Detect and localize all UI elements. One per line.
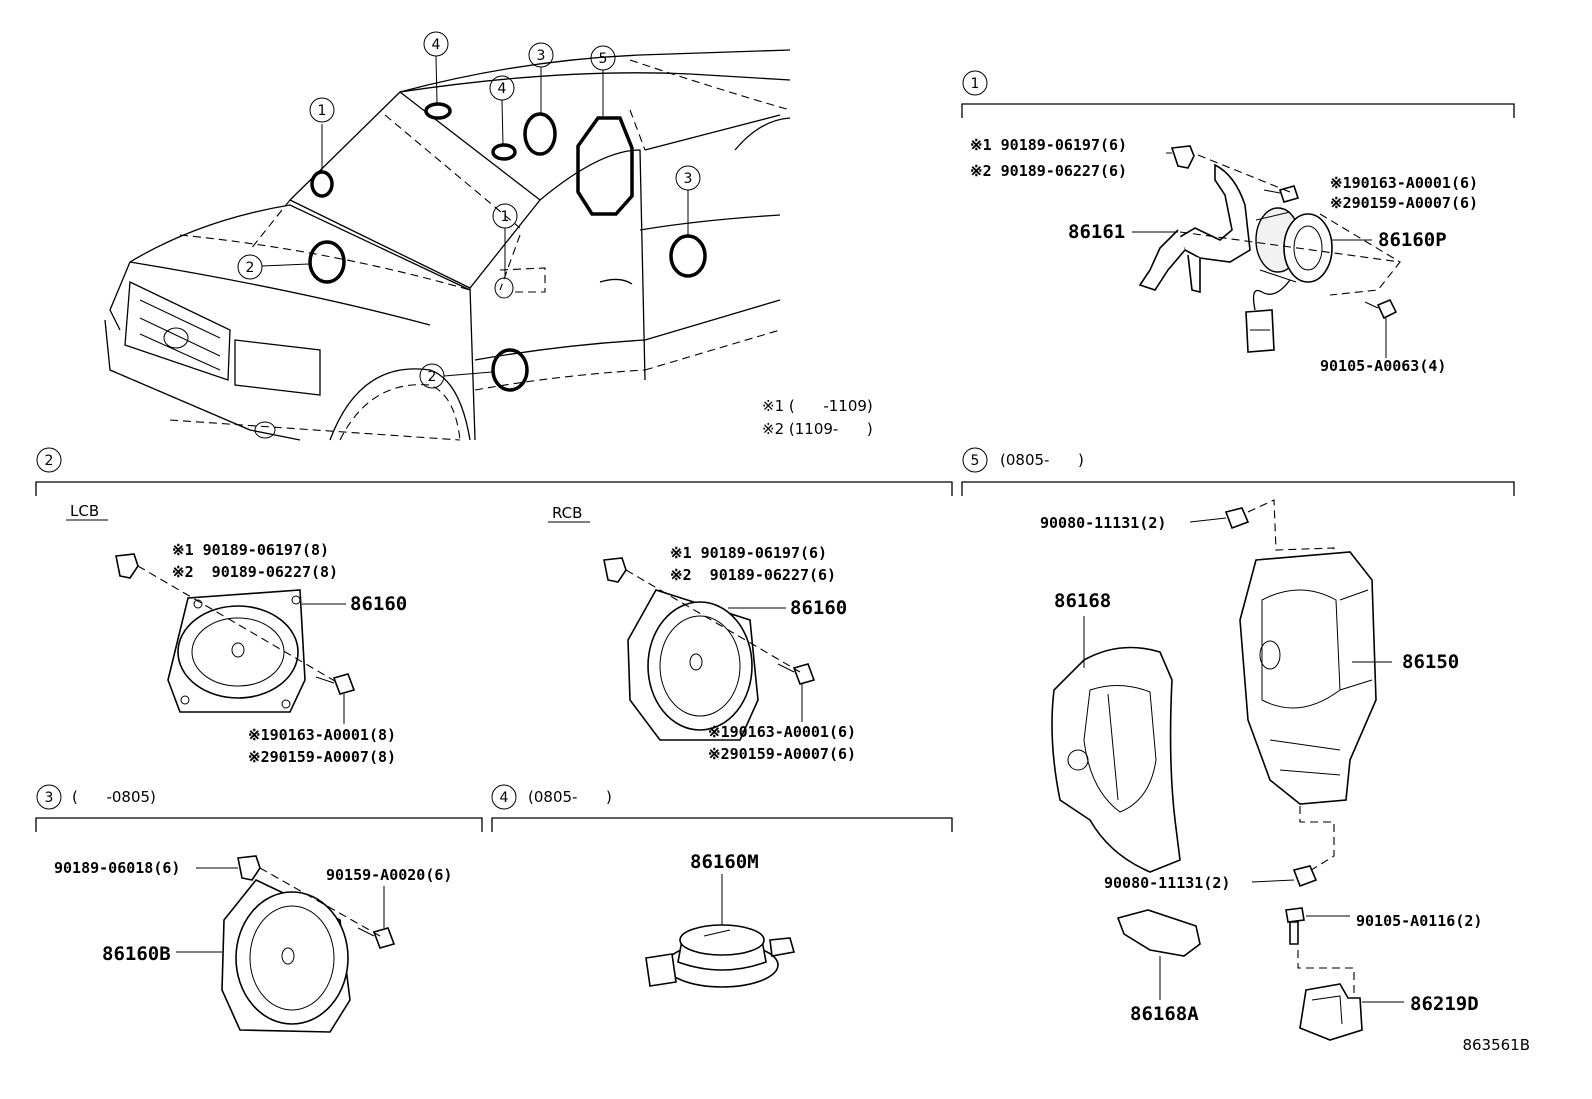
svg-text:3: 3 (537, 48, 546, 64)
part-4-tweeter: 86160M (690, 851, 759, 873)
part-2-rcb-clip2: ※2 90189-06227(6) (670, 566, 836, 584)
part-3-screw: 90159-A0020(6) (326, 866, 452, 884)
svg-text:5: 5 (599, 51, 608, 67)
part-1-screw2: ※290159-A0007(6) (1330, 194, 1478, 212)
svg-text:3: 3 (45, 790, 54, 806)
part-2-rcb-clip1: ※1 90189-06197(6) (670, 544, 827, 562)
svg-text:1: 1 (501, 209, 510, 225)
svg-text:2: 2 (246, 260, 255, 276)
svg-text:4: 4 (432, 37, 441, 53)
svg-text:4: 4 (498, 81, 507, 97)
svg-text:1: 1 (318, 103, 327, 119)
footnote-1: ※1 ( -1109) (762, 397, 873, 415)
part-1-screw1: ※190163-A0001(6) (1330, 174, 1478, 192)
svg-text:1: 1 (971, 76, 980, 92)
part-1-speaker: 86160P (1378, 229, 1447, 251)
callout-1a: 1 (309, 97, 335, 123)
part-5-bracket: 86219D (1410, 993, 1479, 1015)
section-5: 5 (0805- ) 86168 86150 90080-11131(2) 90… (961, 447, 1515, 1041)
rcb-label: RCB (552, 504, 582, 522)
callout-1b: 1 (492, 203, 518, 229)
callout-5a: 5 (590, 45, 616, 71)
part-5-pad: 86168A (1130, 1003, 1199, 1025)
section-3-range: ( -0805) (72, 788, 156, 806)
part-2-rcb-screw2: ※290159-A0007(6) (708, 745, 856, 763)
diagram-id: 863561B (1462, 1036, 1530, 1054)
section-2: 2 LCB ※1 90189-06197(8) ※2 90189-06227(8… (35, 447, 953, 766)
callout-4a: 4 (423, 31, 449, 57)
part-5-box: 86150 (1402, 651, 1459, 673)
truck-callouts: 1 2 4 4 3 5 3 1 2 (237, 31, 701, 389)
callout-3b: 3 (675, 165, 701, 191)
part-3-speaker: 86160B (102, 943, 171, 965)
part-1-bolt: 90105-A0063(4) (1320, 357, 1446, 375)
part-2-lcb-screw1: ※190163-A0001(8) (248, 726, 396, 744)
svg-text:3: 3 (684, 171, 693, 187)
callout-2b: 2 (419, 363, 445, 389)
callout-4b: 4 (489, 75, 515, 101)
part-2-rcb-screw1: ※190163-A0001(6) (708, 723, 856, 741)
part-2-lcb-clip1: ※1 90189-06197(8) (172, 541, 329, 559)
section-1: 1 ※1 90189-06197(6) ※2 90189-06227(6) (961, 70, 1515, 375)
section-4: 4 (0805- ) 86160M (491, 784, 953, 988)
part-2-lcb-clip2: ※2 90189-06227(8) (172, 563, 338, 581)
part-2-rcb-speaker: 86160 (790, 597, 847, 619)
svg-text:2: 2 (428, 369, 437, 385)
footnote-2: ※2 (1109- ) (762, 420, 873, 438)
callout-3a: 3 (528, 42, 554, 68)
part-2-lcb-screw2: ※290159-A0007(8) (248, 748, 396, 766)
svg-text:5: 5 (971, 453, 980, 469)
part-5-bolt-bracket: 90105-A0116(2) (1356, 912, 1482, 930)
lcb-label: LCB (70, 502, 99, 520)
part-1-clip1: ※1 90189-06197(6) (970, 136, 1127, 154)
svg-text:2: 2 (45, 453, 54, 469)
part-5-bolt-bottom: 90080-11131(2) (1104, 874, 1230, 892)
part-1-bracket: 86161 (1068, 221, 1125, 243)
section-4-range: (0805- ) (528, 788, 612, 806)
section-3: 3 ( -0805) 90189-06018(6) 90159-A0020(6)… (35, 784, 483, 1033)
part-5-bolt-top: 90080-11131(2) (1040, 514, 1166, 532)
part-3-clip: 90189-06018(6) (54, 859, 180, 877)
callout-2a: 2 (237, 254, 263, 280)
truck-overview (104, 49, 791, 441)
part-1-clip2: ※2 90189-06227(6) (970, 162, 1127, 180)
part-5-cover: 86168 (1054, 590, 1111, 612)
svg-text:4: 4 (500, 790, 509, 806)
part-2-lcb-speaker: 86160 (350, 593, 407, 615)
section-5-range: (0805- ) (1000, 451, 1084, 469)
